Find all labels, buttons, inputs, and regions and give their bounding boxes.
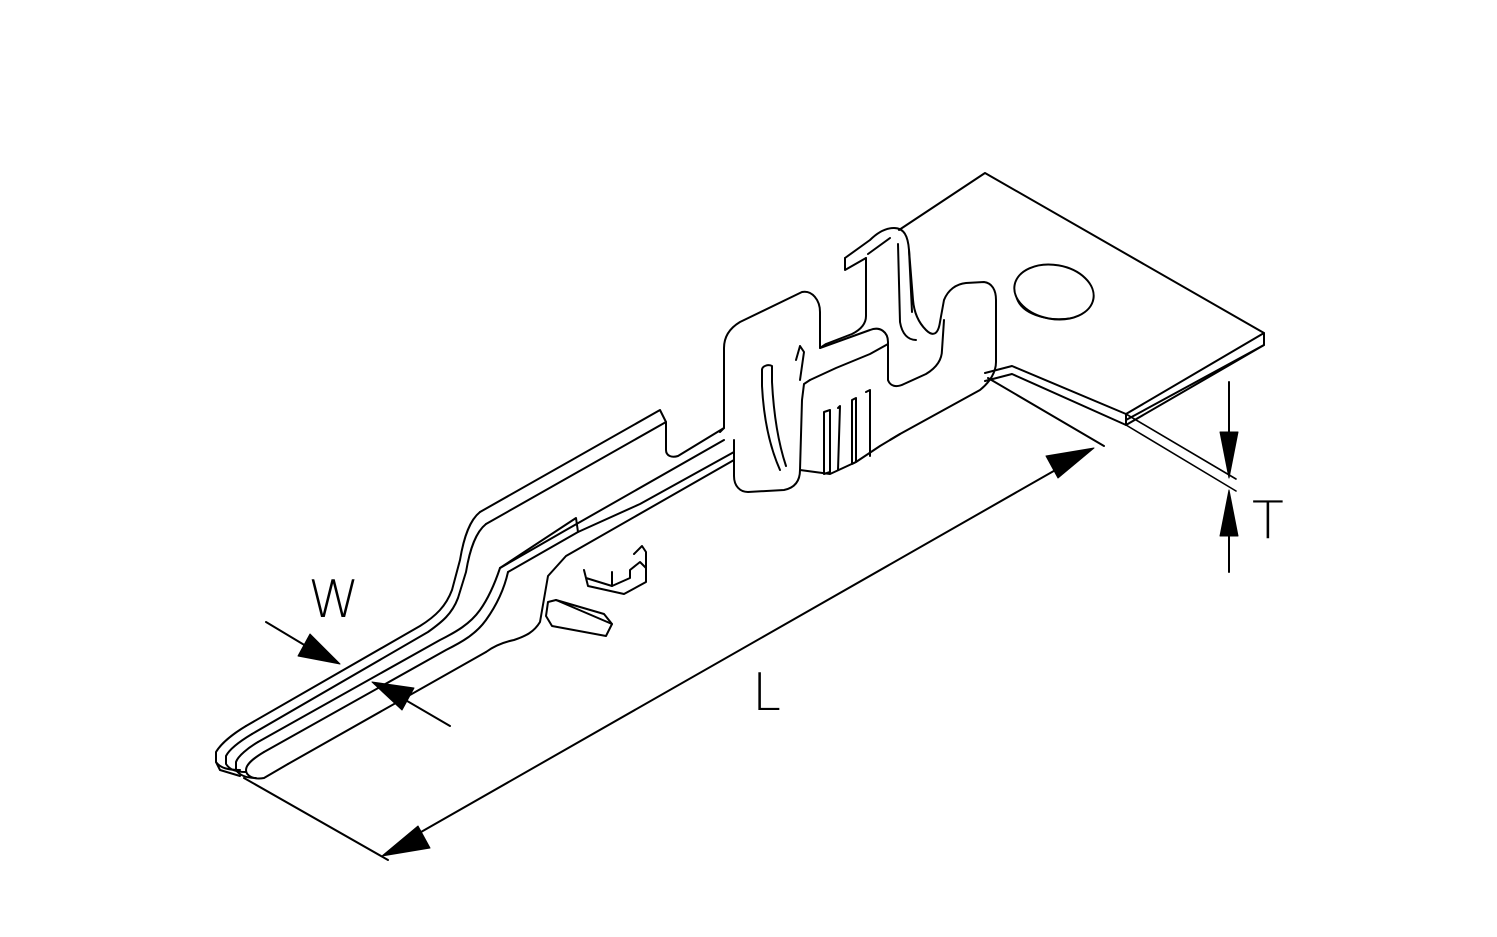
width-arrow-upper [297, 633, 341, 665]
length-arrow-right [1045, 447, 1095, 479]
thickness-arrow-upper [1219, 431, 1239, 479]
pilot-hole [1013, 263, 1095, 321]
width-arrow-lower [371, 681, 415, 711]
thickness-arrow-lower [1219, 489, 1239, 537]
insulation-crimp [719, 227, 997, 441]
wire-crimp [733, 319, 945, 493]
length-arrow-left [381, 825, 431, 857]
terminal-body [245, 409, 735, 765]
width-dimension-label: W [308, 570, 359, 630]
carrier-strip [898, 172, 1265, 492]
pin-tip [215, 725, 289, 780]
thickness-dimension: T [1219, 381, 1284, 573]
locking-lance [545, 545, 647, 637]
thickness-dimension-label: T [1252, 491, 1284, 551]
length-dimension: L [243, 377, 1105, 861]
terminal-contact [215, 172, 1265, 780]
width-dimension: W [265, 570, 451, 727]
length-dimension-label: L [752, 663, 781, 723]
